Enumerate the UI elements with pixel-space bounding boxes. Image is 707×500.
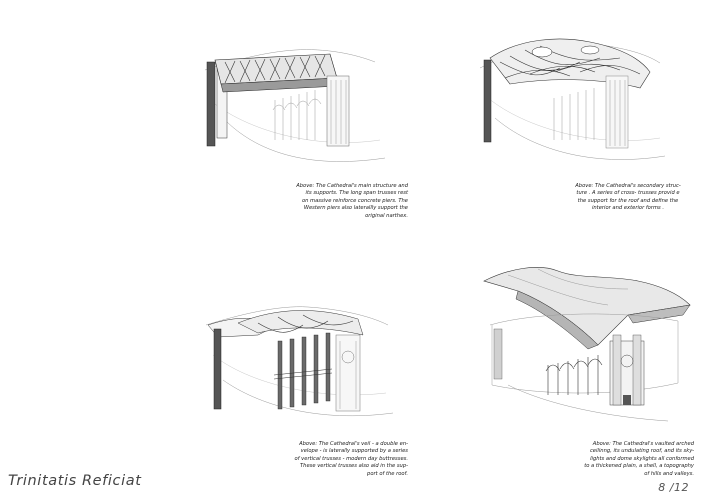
caption-line: of hills and valleys. (644, 470, 694, 477)
caption-line: ceilinng, its undulating roof, and its s… (589, 448, 694, 455)
caption-line: of vertical trusses - modern day buttres… (294, 455, 408, 462)
caption-line: the support for the roof and define the (577, 197, 679, 204)
caption-main-structure: Above: The Cathedral's main structure an… (272, 183, 408, 220)
caption-line: port of the roof. (367, 470, 408, 477)
caption-line: ture . A series of cross- trusses provid… (576, 190, 680, 197)
caption-veil: Above: The Cathedral's veil - a double e… (258, 441, 408, 478)
cathedral-secondary-structure-drawing (479, 38, 666, 160)
caption-line: to a thickened plain, a shell, a topogra… (584, 463, 694, 470)
caption-line: Above: The Cathedral's vaulted arched (592, 441, 694, 447)
caption-line: lights and dome skylights all conformed (590, 455, 694, 462)
caption-line: Above: The Cathedral's main structure an… (296, 183, 408, 189)
caption-line: velope - is laterally supported by a ser… (300, 448, 408, 455)
diagram-secondary-structure (470, 28, 670, 178)
caption-line: Western piers also laterallly support th… (303, 205, 408, 212)
diagram-roof (478, 245, 698, 435)
caption-secondary-structure: Above: The Cathedral's secondary struc- … (566, 183, 690, 213)
caption-roof: Above: The Cathedral's vaulted arched ce… (574, 441, 694, 478)
caption-line: original narthex. (365, 212, 408, 219)
diagram-veil (198, 295, 398, 435)
diagram-main-structure (195, 40, 395, 180)
caption-line: on massive reinforce concrete piers. The (301, 197, 408, 204)
cathedral-roof-drawing (483, 267, 691, 422)
caption-line: Above: The Cathedral's veil - a double e… (299, 441, 408, 447)
cathedral-main-structure-drawing (204, 49, 386, 162)
caption-line: These vertical trusses also aid in the s… (300, 463, 408, 470)
cathedral-veil-drawing (205, 306, 394, 417)
page-number: 8 /12 (658, 481, 689, 494)
document-title: Trinitatis Reficiat (8, 473, 142, 489)
caption-line: interior and exterior forms . (591, 205, 665, 212)
caption-line: its supports. The long span trusses rest (305, 190, 408, 197)
caption-line: Above: The Cathedral's secondary struc- (575, 183, 681, 189)
